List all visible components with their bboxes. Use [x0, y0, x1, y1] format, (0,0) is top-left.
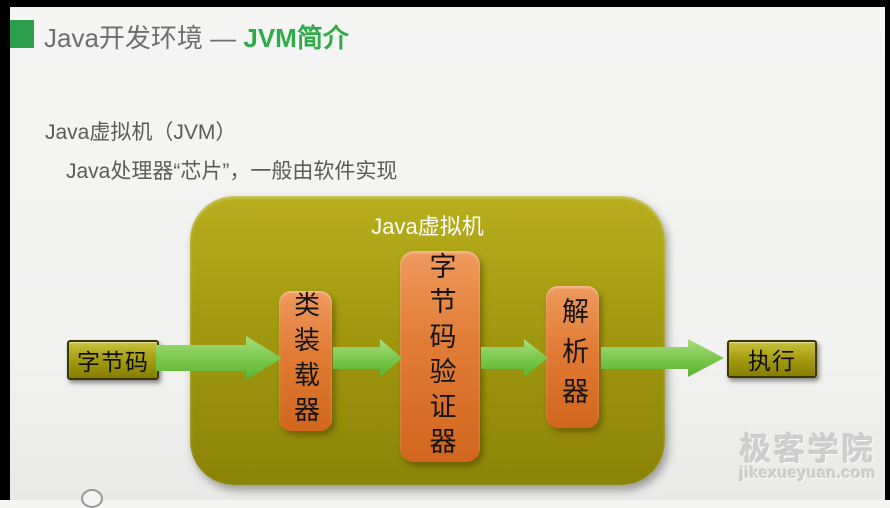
watermark: 极客学院 jikexueyuan.com [740, 434, 876, 483]
body-line-jvm: Java虚拟机（JVM） [45, 121, 237, 144]
stage-interpreter-box: 解析器 [546, 286, 599, 428]
stage-bytecode-verifier-box: 字节码验证器 [400, 251, 480, 462]
execute-output-box: 执行 [727, 340, 817, 378]
jvm-container-label: Java虚拟机 [371, 214, 484, 239]
slide-title-prefix: Java开发环境 — [44, 23, 244, 53]
letterbox-right-bar [885, 0, 890, 500]
letterbox-left-bar [0, 0, 10, 500]
stage-class-loader-label: 类装载器 [290, 291, 321, 431]
watermark-domain: jikexueyuan.com [739, 465, 876, 482]
watermark-brand: 极客学院 [740, 432, 876, 467]
stage-class-loader-box: 类装载器 [279, 291, 332, 431]
stage-bytecode-verifier-label: 字节码验证器 [425, 251, 456, 462]
bytecode-input-box: 字节码 [67, 340, 159, 380]
slide-title: Java开发环境 — JVM简介 [44, 18, 349, 55]
stage-interpreter-label: 解析器 [558, 297, 588, 417]
body-line-description: Java处理器“芯片”，一般由软件实现 [66, 160, 398, 183]
slide-title-highlight: JVM简介 [243, 23, 349, 53]
letterbox-top-bar [0, 0, 890, 7]
title-bullet-square [10, 20, 34, 48]
cursor-artifact [81, 489, 103, 508]
